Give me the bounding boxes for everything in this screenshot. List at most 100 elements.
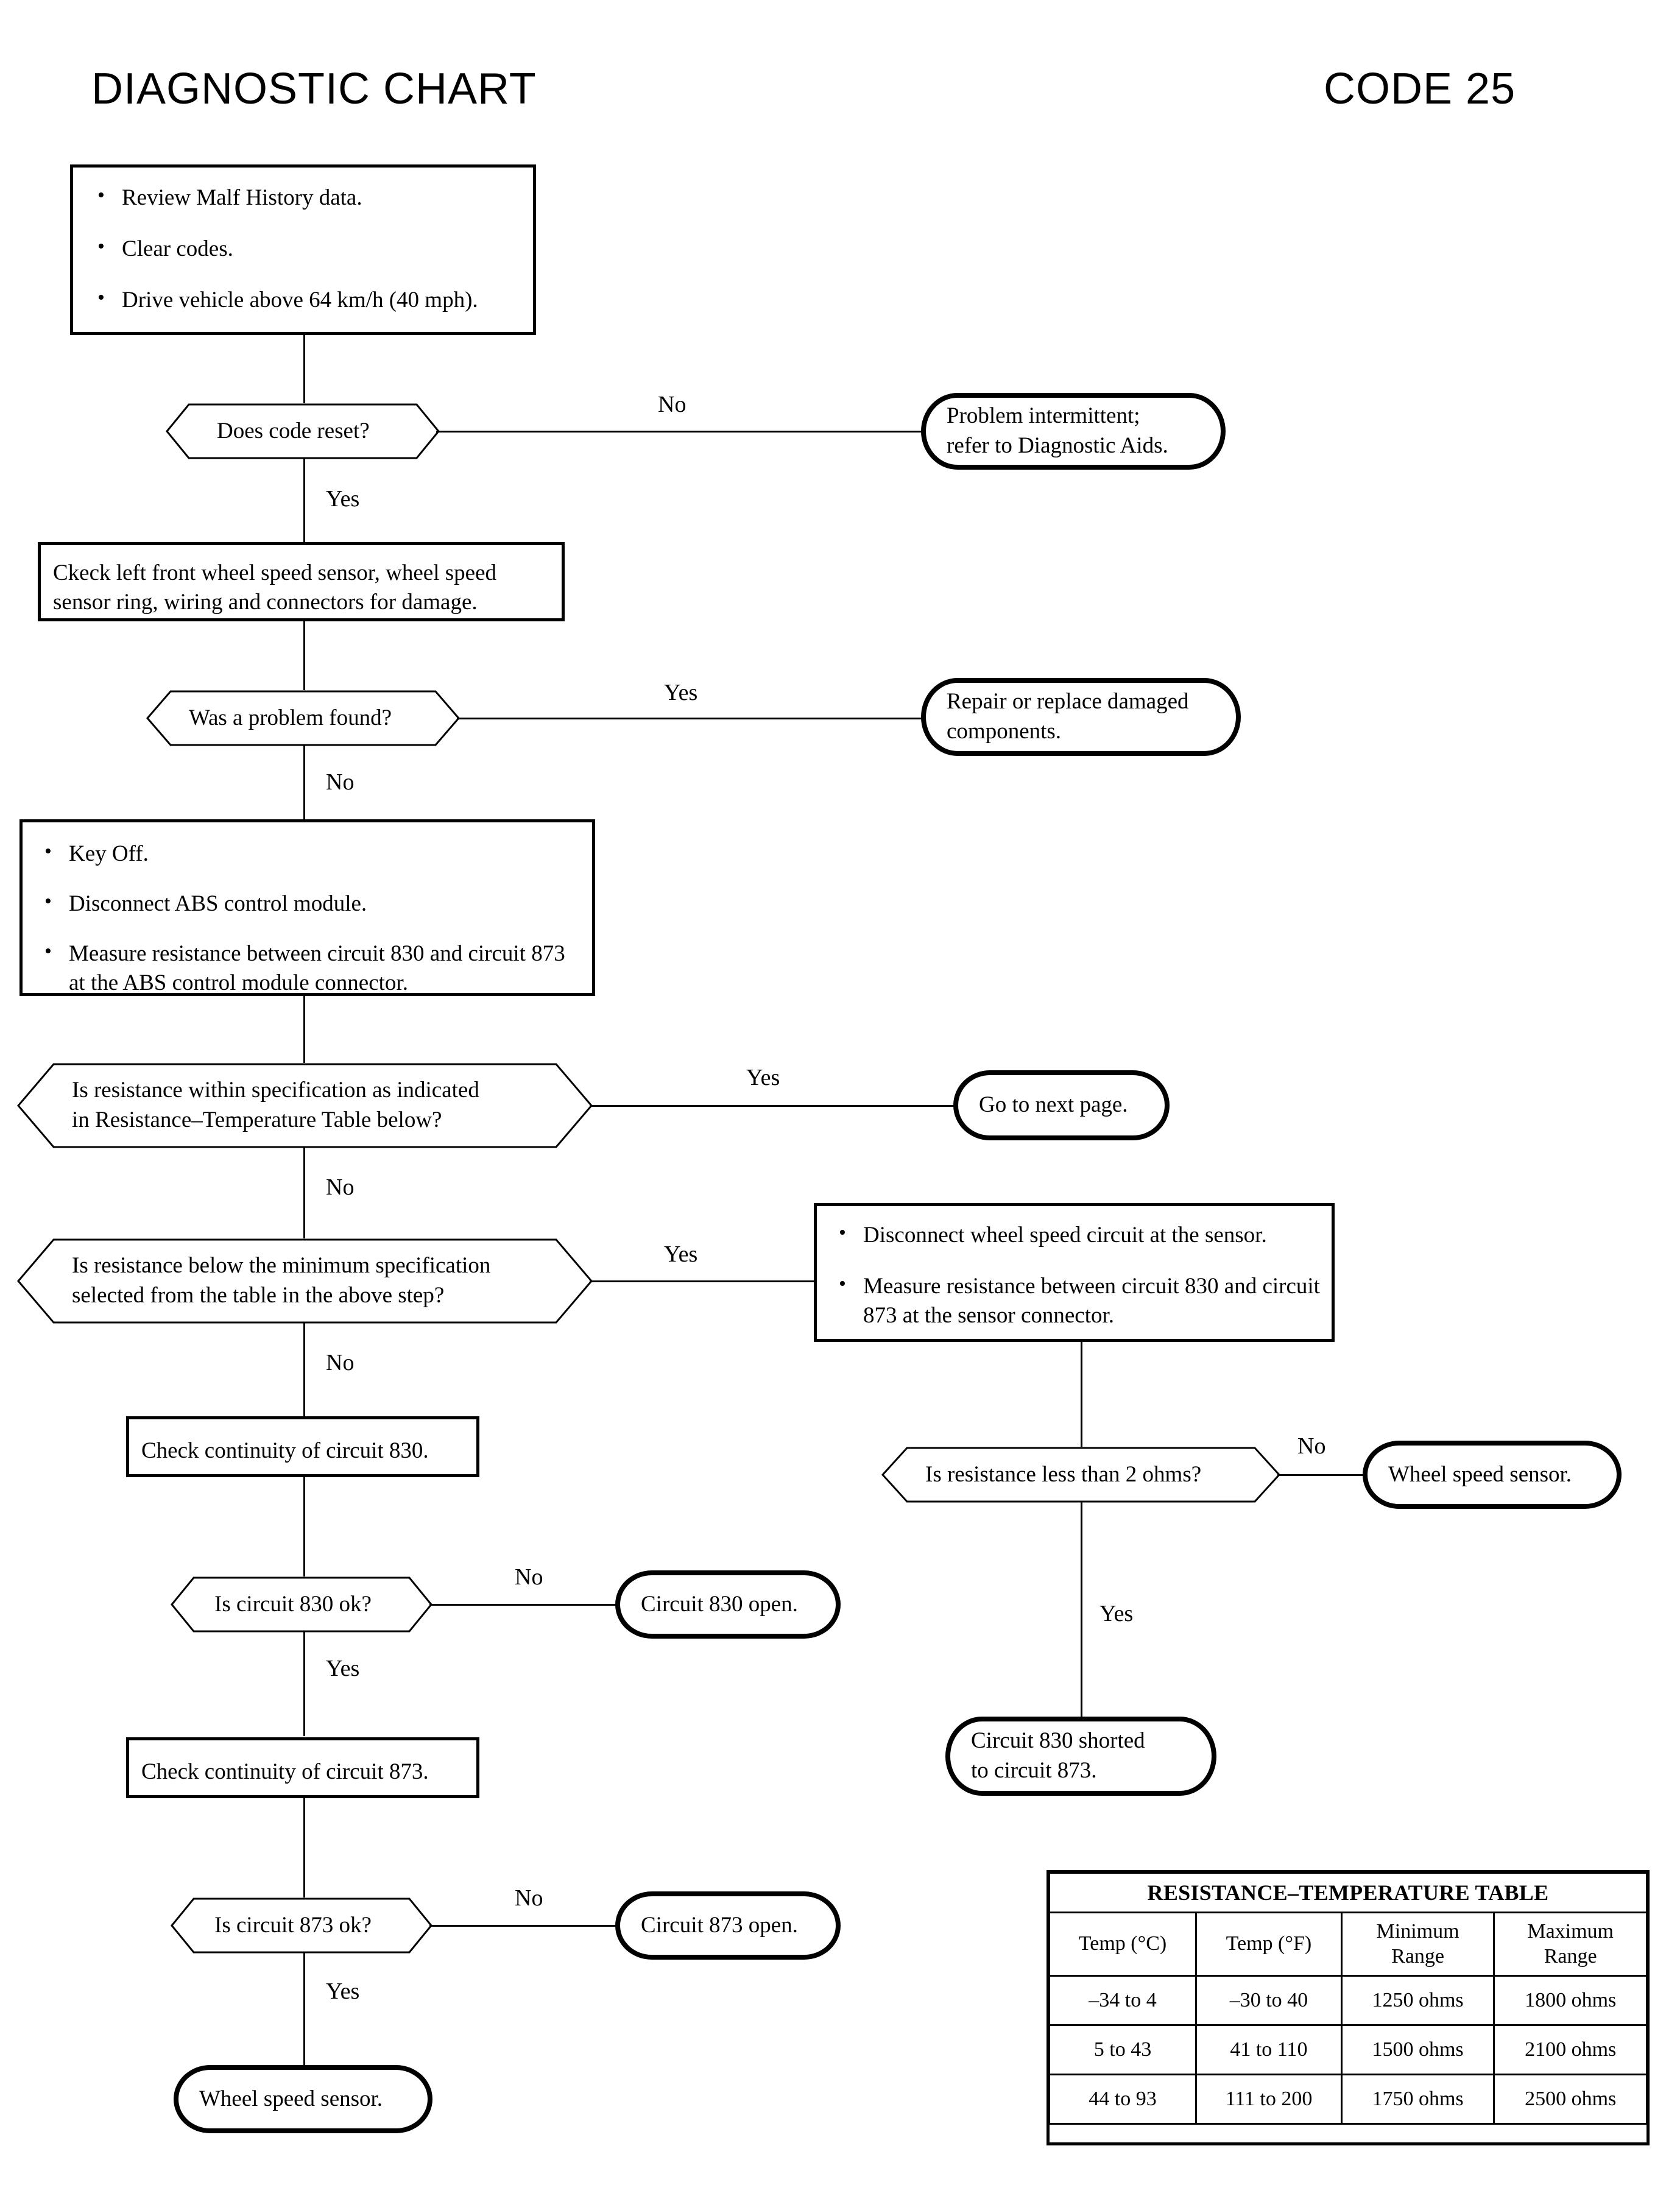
edge-label-d2-no: No [326,769,355,795]
resistance-temperature-table-frame [1046,1870,1650,2145]
terminal-label: Circuit 873 open. [641,1912,798,1938]
connector-d2-no [303,745,305,821]
edge-label-d5-yes: Yes [1099,1601,1134,1626]
decision-resistance-less-than-2-ohms: Is resistance less than 2 ohms? [881,1447,1280,1503]
bullet-icon: • [97,184,105,207]
hexagon-outline [17,1238,593,1324]
edge-label-d2-yes: Yes [664,680,698,705]
page-title: DIAGNOSTIC CHART [91,65,537,113]
bullet-icon: • [839,1273,846,1296]
decision-label: Is resistance below the minimum specific… [72,1253,491,1308]
connector-step2-to-d2 [303,621,305,690]
connector-step3-to-d3 [303,996,305,1063]
terminal-circuit-830-open: Circuit 830 open. [615,1570,841,1639]
table-title: RESISTANCE–TEMPERATURE TABLE [1048,1872,1648,1913]
edge-label-d3-yes: Yes [746,1065,780,1090]
code-label: CODE 25 [1324,65,1516,113]
cell-temp-f: 111 to 200 [1195,2074,1343,2125]
connector-d4-no [303,1322,305,1432]
terminal-label: Repair or replace damaged components. [947,689,1189,744]
step-box-measure-resistance-sensor: • Disconnect wheel speed circuit at the … [814,1203,1335,1342]
step-text: Check continuity of circuit 873. [141,1759,429,1784]
terminal-problem-intermittent: Problem intermittent; refer to Diagnosti… [921,393,1226,470]
list-item: • Drive vehicle above 64 km/h (40 mph). [85,286,524,315]
connector-step4-to-d5 [1081,1342,1082,1464]
bullet-icon: • [44,840,52,863]
connector-d1-yes [303,458,305,543]
terminal-circuit-830-shorted: Circuit 830 shorted to circuit 873. [945,1717,1216,1796]
decision-label: Is resistance less than 2 ohms? [925,1461,1202,1487]
terminal-label: Problem intermittent; refer to Diagnosti… [947,403,1168,458]
hexagon-outline [171,1898,432,1954]
list-item: • Measure resistance between circuit 830… [32,939,580,998]
terminal-label: Wheel speed sensor. [1388,1461,1572,1487]
edge-label-d6-no: No [515,1564,543,1590]
cell-temp-f: 41 to 110 [1195,2024,1343,2075]
decision-is-circuit-873-ok: Is circuit 873 ok? [171,1898,432,1954]
col-header-max-range: Maximum Range [1493,1912,1648,1977]
cell-temp-c: 44 to 93 [1048,2074,1198,2125]
edge-label-d1-no: No [658,392,686,417]
hexagon-outline [166,403,440,459]
cell-temp-f: –30 to 40 [1195,1975,1343,2026]
step-box-check-continuity-873: Check continuity of circuit 873. [126,1737,479,1798]
table-caption-row: RESISTANCE–TEMPERATURE TABLE [1048,1872,1648,1913]
bullet-icon: • [44,890,52,913]
list-item: • Clear codes. [85,235,524,264]
cell-min-range: 1250 ohms [1340,1975,1495,2026]
bullet-icon: • [97,235,105,258]
cell-min-range: 1500 ohms [1340,2024,1495,2075]
connector-d1-no [436,431,923,432]
connector-d6-yes [303,1631,305,1736]
connector-d3-no [303,1147,305,1238]
cell-temp-c: 5 to 43 [1048,2024,1198,2075]
terminal-go-to-next-page: Go to next page. [953,1070,1170,1140]
connector-step6-to-d7 [303,1798,305,1898]
col-header-temp-f: Temp (°F) [1195,1912,1343,1977]
list-item: • Measure resistance between circuit 830… [827,1272,1322,1330]
connector-d4-yes [590,1280,815,1282]
list-item: • Disconnect wheel speed circuit at the … [827,1221,1322,1250]
cell-max-range: 2500 ohms [1493,2074,1648,2125]
step-box-check-sensor: Ckeck left front wheel speed sensor, whe… [38,542,565,621]
table-row: 44 to 93 111 to 200 1750 ohms 2500 ohms [1048,2074,1648,2125]
connector-d2-yes [457,718,923,719]
edge-label-d3-no: No [326,1174,355,1200]
cell-temp-c: –34 to 4 [1048,1975,1198,2026]
hexagon-outline [171,1576,432,1633]
decision-resistance-within-spec: Is resistance within specification as in… [17,1063,593,1148]
edge-label-d7-no: No [515,1885,543,1911]
hexagon-outline [146,690,460,746]
decision-label: Is circuit 873 ok? [214,1912,372,1938]
connector-d6-no [429,1604,618,1606]
table-header-row: Temp (°C) Temp (°F) Minimum Range Maximu… [1048,1912,1648,1977]
table-row: 5 to 43 41 to 110 1500 ohms 2100 ohms [1048,2024,1648,2075]
edge-label-d5-no: No [1297,1433,1326,1459]
step-box-initial-checks: • Review Malf History data. • Clear code… [70,164,536,335]
decision-label: Is resistance within specification as in… [72,1078,479,1132]
list-item: • Review Malf History data. [85,183,524,213]
decision-label: Is circuit 830 ok? [214,1591,372,1617]
connector-d3-yes [590,1105,955,1107]
table-row: –34 to 4 –30 to 40 1250 ohms 1800 ohms [1048,1975,1648,2026]
decision-does-code-reset: Does code reset? [166,403,440,459]
terminal-wheel-speed-sensor-right: Wheel speed sensor. [1363,1441,1622,1509]
connector-d5-no [1277,1474,1366,1476]
edge-label-d7-yes: Yes [326,1979,360,2004]
decision-label: Does code reset? [217,418,370,443]
terminal-label: Circuit 830 shorted to circuit 873. [971,1728,1145,1783]
col-header-min-range: Minimum Range [1340,1912,1495,1977]
decision-resistance-below-min: Is resistance below the minimum specific… [17,1238,593,1324]
cell-max-range: 1800 ohms [1493,1975,1648,2026]
hexagon-outline [17,1063,593,1148]
list-item: • Disconnect ABS control module. [32,889,580,919]
decision-label: Was a problem found? [189,705,392,730]
terminal-label: Go to next page. [979,1092,1128,1118]
step-text: Ckeck left front wheel speed sensor, whe… [53,560,496,615]
connector-step1-to-d1 [303,335,305,403]
list-item: • Key Off. [32,839,580,869]
edge-label-d4-yes: Yes [664,1241,698,1267]
terminal-repair-replace: Repair or replace damaged components. [921,678,1241,756]
terminal-label: Wheel speed sensor. [199,2086,383,2111]
